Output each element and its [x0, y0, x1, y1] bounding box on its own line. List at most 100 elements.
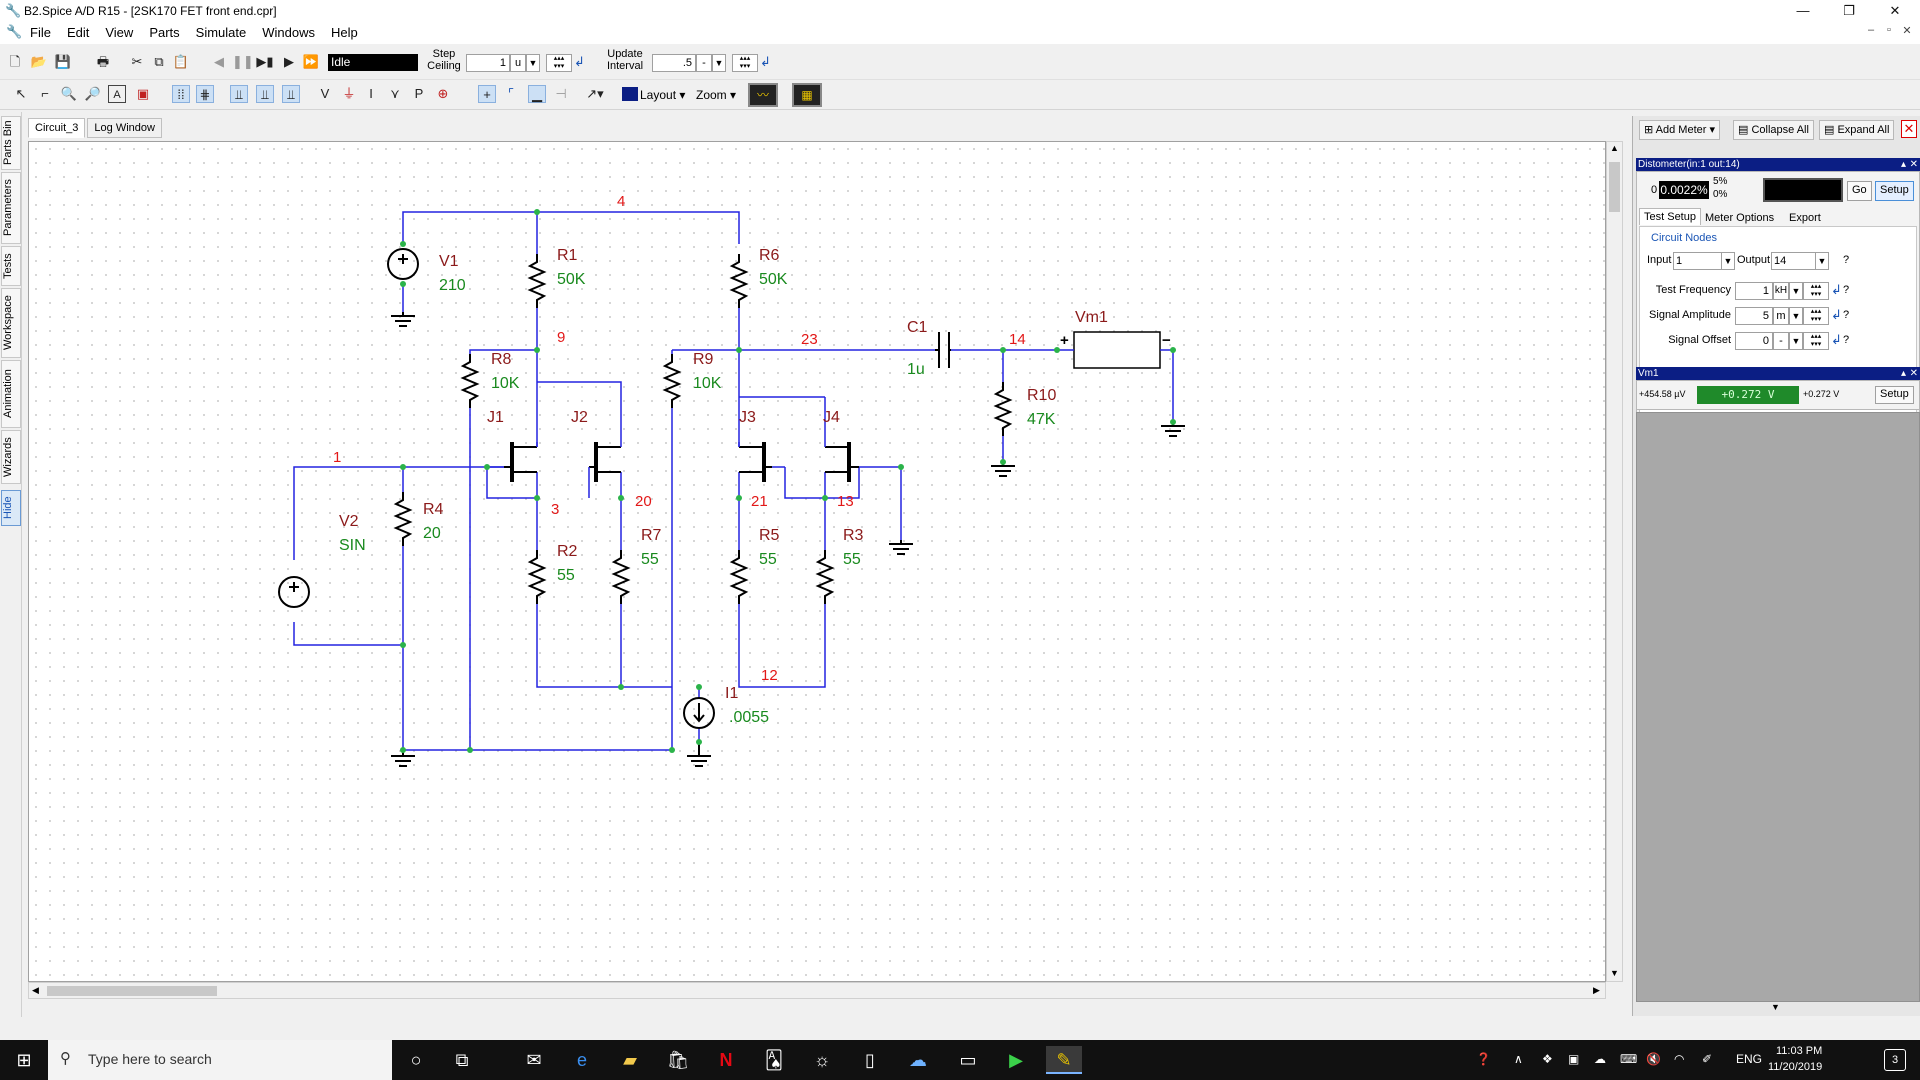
restore-button[interactable]: ❐	[1843, 3, 1855, 18]
expand-all-button[interactable]: ▤ Expand All	[1819, 120, 1895, 140]
open-folder-icon[interactable]: 📂	[30, 54, 48, 69]
wifi-icon[interactable]: ◠	[1674, 1052, 1685, 1066]
help-tray-icon[interactable]: ❓	[1476, 1052, 1491, 1066]
signal-offset-input[interactable]: 0	[1735, 332, 1773, 350]
notification-center-icon[interactable]: 3	[1884, 1049, 1906, 1071]
pen-icon[interactable]: ✐	[1702, 1052, 1713, 1066]
menu-view[interactable]: View	[105, 25, 134, 40]
vertical-scroll-thumb[interactable]	[1609, 162, 1620, 212]
select-pointer-icon[interactable]: ↖	[15, 86, 27, 101]
edge-icon[interactable]: e	[576, 1050, 587, 1070]
menu-parts[interactable]: Parts	[149, 25, 180, 40]
align-corner-icon[interactable]: ⌜	[507, 86, 515, 101]
brightness-icon[interactable]: ☼	[813, 1050, 831, 1070]
tab-test-setup[interactable]: Test Setup	[1639, 208, 1701, 225]
signal-amplitude-spinner[interactable]: ▴▴▴▾▾▾	[1803, 307, 1829, 325]
layout-menu[interactable]: Layout ▾	[640, 88, 686, 102]
simulator-app-icon[interactable]: ▶	[1009, 1050, 1023, 1070]
grid-dots-icon[interactable]: ⁞⁞	[172, 85, 190, 103]
test-frequency-dropdown[interactable]: ▼	[1789, 282, 1803, 300]
minimize-button[interactable]: —	[1796, 3, 1810, 18]
input-node-dropdown[interactable]: ▼	[1721, 252, 1735, 270]
show-names-icon[interactable]: ⫫	[230, 85, 248, 103]
mail-icon[interactable]: ✉	[526, 1050, 542, 1070]
copy-icon[interactable]: ⧉	[154, 54, 164, 69]
show-values-icon[interactable]: ⫫	[256, 85, 274, 103]
pause-icon[interactable]: ❚❚	[232, 54, 254, 69]
tab-hide[interactable]: Hide	[1, 490, 21, 526]
test-frequency-input[interactable]: 1	[1735, 282, 1773, 300]
scroll-down-icon[interactable]: ▼	[1610, 968, 1619, 978]
run-icon[interactable]: ▶	[284, 54, 294, 69]
update-interval-input[interactable]: .5	[652, 54, 696, 72]
clock-time[interactable]: 11:03 PM	[1776, 1045, 1823, 1057]
tab-circuit-3[interactable]: Circuit_3	[28, 118, 86, 138]
hd-icon[interactable]: ▣	[1568, 1052, 1580, 1066]
zoom-in-icon[interactable]: 🔍	[60, 86, 78, 101]
signal-amplitude-unit[interactable]: m	[1773, 307, 1789, 325]
step-ceiling-input[interactable]: 1	[466, 54, 510, 72]
schematic-canvas[interactable]: + − 4 9 23 14 1 3 20 21 13 12	[28, 141, 1606, 982]
print-icon[interactable]: 🖶	[96, 54, 110, 69]
distometer-setup-button[interactable]: Setup	[1875, 181, 1914, 201]
show-nodes-icon[interactable]: ⫫	[282, 85, 300, 103]
tab-parameters[interactable]: Parameters	[1, 172, 21, 244]
scroll-up-icon[interactable]: ▲	[1610, 143, 1619, 153]
connect-icon[interactable]: ⊣	[555, 86, 567, 101]
paste-icon[interactable]: 📋	[172, 54, 190, 69]
step-forward-icon[interactable]: ▶▮	[256, 54, 274, 69]
current-probe-icon[interactable]: I	[369, 86, 373, 101]
signal-amplitude-input[interactable]: 5	[1735, 307, 1773, 325]
netflix-icon[interactable]: N	[719, 1050, 733, 1070]
color-swatch-icon[interactable]	[622, 87, 638, 101]
signal-offset-unit[interactable]: -	[1773, 332, 1789, 350]
clock-date[interactable]: 11/20/2019	[1768, 1061, 1823, 1073]
meter-icon[interactable]: ▦	[792, 83, 822, 107]
menu-windows[interactable]: Windows	[262, 25, 315, 40]
tab-parts-bin[interactable]: Parts Bin	[1, 116, 21, 170]
signal-offset-dropdown[interactable]: ▼	[1789, 332, 1803, 350]
transistor-icon[interactable]: ⋎	[390, 86, 400, 101]
volume-muted-icon[interactable]: 🔇	[1646, 1052, 1661, 1066]
vm1-close-icon[interactable]: ✕	[1909, 368, 1918, 379]
update-unit-dropdown[interactable]: ▼	[712, 54, 726, 72]
zoom-out-icon[interactable]: 🔎	[84, 86, 102, 101]
mdi-close-button[interactable]: ✕	[1902, 25, 1912, 37]
show-hidden-icons[interactable]: ∧	[1514, 1052, 1523, 1066]
onedrive-icon[interactable]: ☁	[1594, 1052, 1606, 1066]
zoom-menu[interactable]: Zoom ▾	[696, 88, 737, 102]
text-tool-icon[interactable]: A	[108, 85, 126, 103]
step-ceiling-unit[interactable]: u	[510, 54, 526, 72]
distometer-collapse-icon[interactable]: ▴	[1900, 159, 1906, 170]
menu-simulate[interactable]: Simulate	[195, 25, 247, 40]
crosshair-icon[interactable]: +	[478, 85, 496, 103]
cut-icon[interactable]: ✂	[131, 54, 143, 69]
output-node-dropdown[interactable]: ▼	[1815, 252, 1829, 270]
mdi-restore-button[interactable]: ▫	[1887, 24, 1891, 36]
step-unit-dropdown[interactable]: ▼	[526, 54, 540, 72]
test-frequency-help[interactable]: ?	[1843, 284, 1850, 296]
align-bottom-icon[interactable]: ▁	[528, 85, 546, 103]
b2spice-taskbar-icon[interactable]: ✎	[1046, 1046, 1082, 1074]
distometer-go-button[interactable]: Go	[1847, 181, 1872, 201]
rotate-tool-icon[interactable]: ↗▾	[586, 86, 604, 101]
vm1-collapse-icon[interactable]: ▴	[1900, 368, 1906, 379]
tab-wizards[interactable]: Wizards	[1, 430, 21, 484]
menu-file[interactable]: File	[30, 25, 51, 40]
power-probe-icon[interactable]: P	[414, 86, 424, 101]
solitaire-icon[interactable]: 🂡	[764, 1050, 784, 1070]
signal-amplitude-dropdown[interactable]: ▼	[1789, 307, 1803, 325]
part-tool-icon[interactable]: ▣	[136, 86, 150, 101]
step-back-icon[interactable]: ◀	[214, 54, 224, 69]
tab-tests[interactable]: Tests	[1, 246, 21, 286]
windows-start-icon[interactable]: ⊞	[16, 1050, 32, 1070]
test-frequency-unit[interactable]: kH	[1773, 282, 1789, 300]
signal-offset-help[interactable]: ?	[1843, 334, 1850, 346]
terminal-icon[interactable]: ▭	[959, 1050, 977, 1070]
grid-snap-icon[interactable]: ⋕	[196, 85, 214, 103]
tab-export[interactable]: Export	[1789, 212, 1821, 224]
menu-help[interactable]: Help	[330, 25, 358, 40]
add-meter-button[interactable]: ⊞ Add Meter ▾	[1639, 120, 1720, 140]
scroll-right-icon[interactable]: ▶	[1593, 985, 1600, 995]
task-view-icon[interactable]: ⧉	[455, 1050, 469, 1070]
